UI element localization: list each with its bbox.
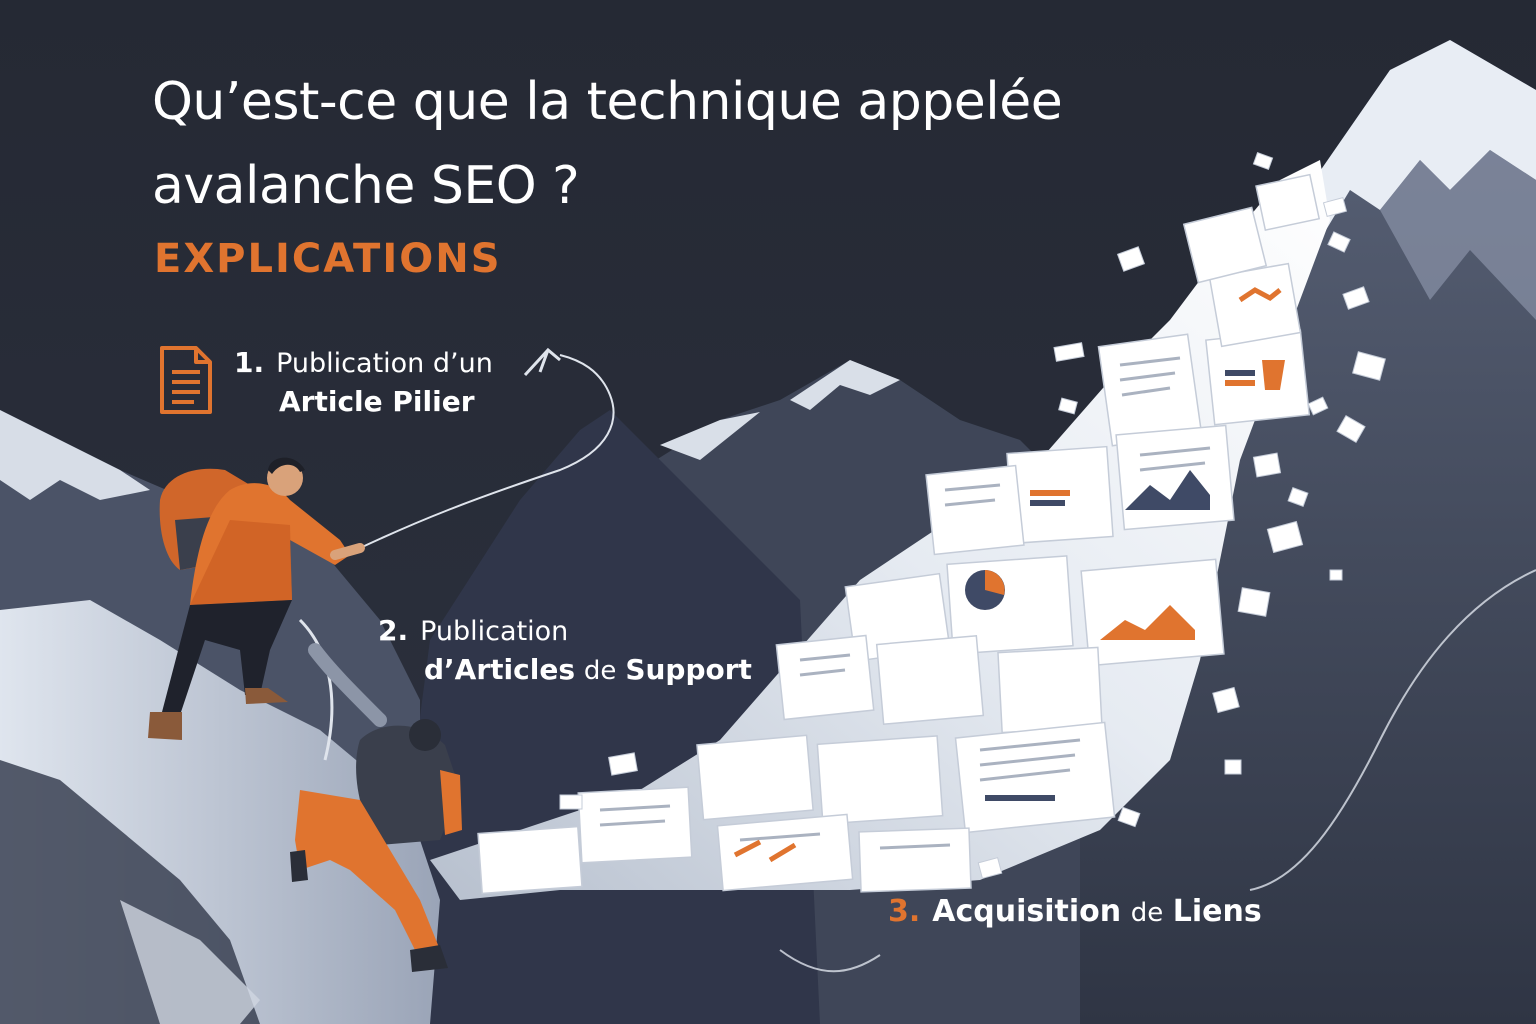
step-2-number: 2. (378, 614, 409, 647)
avalanche-flow (430, 160, 1330, 900)
path-line-right (1249, 569, 1536, 891)
flying-papers (559, 151, 1386, 879)
step-3-light: de (1130, 898, 1164, 928)
page-title-line2: avalanche SEO ? (152, 156, 580, 216)
step-3-bold-a: Acquisition (932, 894, 1122, 929)
rope-second (298, 618, 334, 761)
second-climber (290, 618, 462, 972)
step-3: 3. Acquisition de Liens (888, 892, 1262, 933)
head-second (409, 719, 441, 751)
page-title-line1: Qu’est-ce que la technique appelée (152, 72, 1063, 132)
step-3-bold-b: Liens (1172, 894, 1262, 929)
step-2-line1: Publication (420, 616, 569, 647)
step-1-number: 1. (234, 346, 265, 379)
boots-lead (148, 688, 288, 740)
lead-climber (148, 457, 365, 740)
step-2: 2. Publication d’Articles de Support (378, 612, 752, 690)
step-3-number: 3. (888, 894, 921, 929)
subtitle: EXPLICATIONS (154, 236, 502, 282)
step-2-bold-a: d’Articles (424, 653, 575, 686)
page-title: Qu’est-ce que la technique appelée avala… (152, 60, 1132, 228)
document-icon (160, 346, 212, 414)
step-1-line1: Publication d’un (276, 348, 493, 379)
grappling-hook (523, 347, 561, 377)
step-1-line2: Article Pilier (279, 385, 475, 418)
boots-second (290, 850, 448, 972)
document-lines (599, 356, 1211, 850)
rope-line (359, 354, 615, 549)
path-line-bottom (779, 949, 881, 973)
backpack-second (356, 725, 460, 845)
legs-second (295, 790, 440, 960)
document-charts (733, 287, 1285, 863)
step-2-light: de (583, 656, 617, 686)
big-mountain-snowcap (1300, 40, 1536, 240)
step-2-bold-b: Support (625, 653, 752, 686)
step-1: 1. Publication d’un Article Pilier (234, 344, 493, 421)
legs-lead (162, 600, 292, 715)
